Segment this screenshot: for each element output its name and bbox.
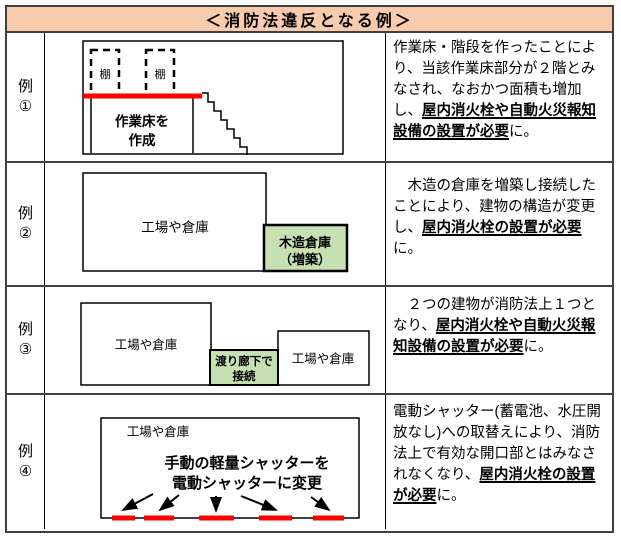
example-label-text: 例 [17,77,33,95]
example-4-diagram: 工場や倉庫 手動の軽量シャッターを 電動シャッターに変更 [45,395,386,529]
shutter-bar [112,515,135,521]
violation-examples-table: ＜消防法違反となる例＞ 例 ① 棚 棚 作業床を 作成 作業床・階段を作った [5,5,614,533]
example-2-label: 例 ② [7,163,45,285]
description-text: ２つの建物が消防法上１つとなり、 [393,297,596,335]
example-3-description: ２つの建物が消防法上１つとなり、屋内消火栓や自動火災報知設備の設置が必要に。 [386,287,612,393]
shutter-arrow [240,495,278,511]
corridor-label-line1: 渡り廊下で [215,354,273,368]
annex-label-line1: 木造倉庫 [278,235,331,250]
description-text: 木造の倉庫を増築し接続したことにより、建物の構造が変更し、 [393,178,596,237]
building-right-label: 工場や倉庫 [292,351,355,366]
description-emphasis: 屋内消火栓の設置が必要 [393,467,596,505]
wooden-annex-box [262,223,349,273]
corridor-diagram: 工場や倉庫 工場や倉庫 渡り廊下で 接続 [80,302,370,386]
annex-label-line2: （増築） [279,252,331,267]
example-1-diagram: 棚 棚 作業床を 作成 [45,33,386,161]
shutter-caption-line2: 電動シャッターに変更 [172,474,323,492]
staircase [202,92,248,155]
shutter-arrow [158,494,180,512]
description-suffix: に。 [436,488,466,505]
example-label-text: 例 [17,442,33,460]
example-number: ③ [18,341,33,358]
shutter-bar [199,515,234,521]
table-row-example-4: 例 ④ 工場や倉庫 手動の軽量シャッターを 電動シャッターに変更 [7,395,612,529]
description-suffix: に。 [509,124,538,141]
example-number: ④ [18,463,33,480]
example-4-label: 例 ④ [7,395,45,529]
shelf-right-label: 棚 [155,67,166,81]
example-3-diagram: 工場や倉庫 工場や倉庫 渡り廊下で 接続 [45,287,386,393]
annex-diagram: 工場や倉庫 木造倉庫 （増築） [82,172,349,273]
table-row-example-1: 例 ① 棚 棚 作業床を 作成 作業床・階段を作ったことにより、当該作業床部分が… [7,33,612,163]
shelf-left-label: 棚 [100,67,111,81]
example-3-label: 例 ③ [7,287,45,393]
example-1-description: 作業床・階段を作ったことにより、当該作業床部分が２階とみなされ、なおかつ面積も増… [386,33,612,161]
work-floor-caption-line1: 作業床を [115,113,169,129]
example-label-text: 例 [17,320,33,338]
corridor-box [209,349,279,386]
corridor-label-line2: 接続 [233,369,256,383]
shutter-bar [144,515,174,521]
work-floor-diagram: 棚 棚 作業床を 作成 [82,40,344,155]
description-text: 作業床・階段を作ったことにより、当該作業床部分が２階とみなされ、なおかつ面積も増… [393,40,596,120]
shutter-arrow [121,493,154,511]
table-row-example-3: 例 ③ 工場や倉庫 工場や倉庫 渡り廊下で 接続 ２つの建物が消防法上１つとなり… [7,287,612,395]
example-label-text: 例 [17,204,33,222]
example-number: ② [18,225,33,242]
description-text: 電動シャッター(蓄電池、水圧開放なし)への取替えにより、消防法上で有効な開口部と… [393,404,601,484]
example-number: ① [18,98,33,115]
building-rect [82,172,267,272]
description-suffix: に。 [523,339,553,356]
table-row-example-2: 例 ② 工場や倉庫 木造倉庫 （増築） 木造の倉庫を増築し接続したことにより、建… [7,163,612,287]
description-emphasis: 屋内消火栓や自動火災報知設備の設置が必要 [393,318,596,356]
example-1-label: 例 ① [7,33,45,161]
table-header: ＜消防法違反となる例＞ [7,7,612,33]
work-floor-caption-line2: 作成 [129,132,156,148]
example-4-description: 電動シャッター(蓄電池、水圧開放なし)への取替えにより、消防法上で有効な開口部と… [386,395,612,529]
building-label: 工場や倉庫 [127,424,190,439]
description-suffix: に。 [393,241,422,258]
shutter-bar [259,515,292,521]
description-emphasis: 屋内消火栓の設置が必要 [422,220,582,237]
shutter-arrow [310,496,331,512]
shutter-caption-line1: 手動の軽量シャッターを [164,454,329,472]
shutter-diagram: 工場や倉庫 手動の軽量シャッターを 電動シャッターに変更 [100,417,360,521]
example-2-diagram: 工場や倉庫 木造倉庫 （増築） [45,163,386,285]
building-left-label: 工場や倉庫 [115,337,178,352]
shutter-bar [313,515,344,521]
building-rect-left [80,302,212,386]
description-emphasis: 屋内消火栓や自動火災報知設備の設置が必要 [393,103,596,141]
page-title: ＜消防法違反となる例＞ [205,13,414,30]
example-2-description: 木造の倉庫を増築し接続したことにより、建物の構造が変更し、屋内消火栓の設置が必要… [386,163,612,285]
building-label: 工場や倉庫 [141,220,209,235]
